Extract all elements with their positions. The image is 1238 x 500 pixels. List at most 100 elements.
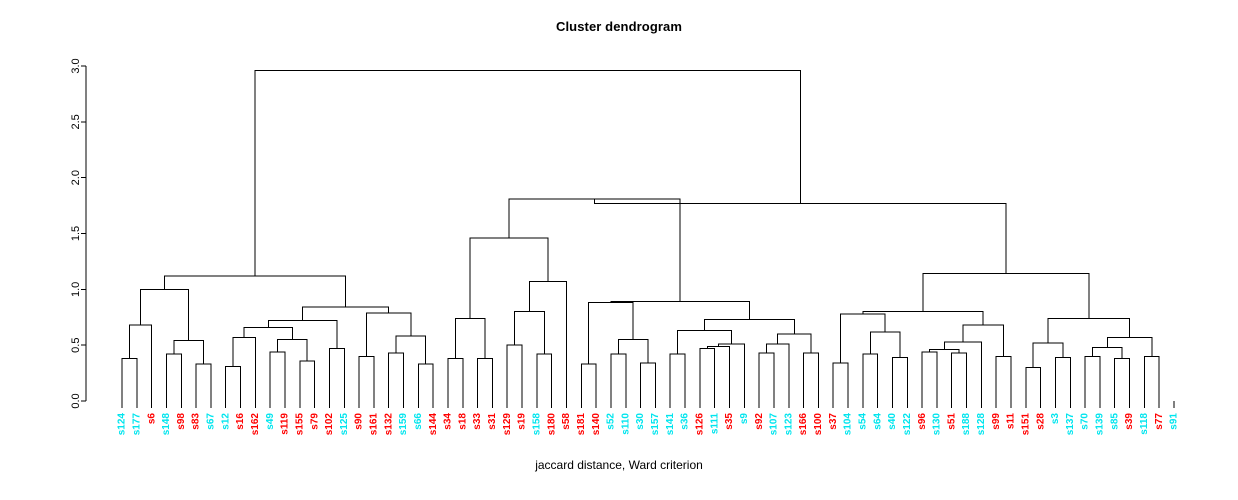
dendrogram-branch (669, 353, 686, 401)
dendrogram-branch (302, 306, 390, 321)
dendrogram-branch (1032, 342, 1064, 368)
leaf-label[interactable]: s79 (309, 413, 320, 430)
leaf-label[interactable]: s33 (472, 413, 483, 430)
leaf-label[interactable]: s11 (1006, 413, 1017, 430)
leaf-label[interactable]: s49 (265, 413, 276, 430)
dendrogram-branch (277, 339, 308, 361)
leaf-label[interactable]: s18 (457, 413, 468, 430)
leaf-label[interactable]: s31 (487, 413, 498, 430)
dendrogram-branch (165, 353, 182, 401)
leaf-label[interactable]: s144 (428, 413, 439, 436)
leaf-label[interactable]: s155 (294, 413, 305, 436)
y-tick-label: 1.5 (70, 226, 82, 241)
leaf-label[interactable]: s107 (769, 413, 780, 436)
dendrogram-branch (891, 356, 908, 401)
dendrogram-branch (508, 198, 681, 302)
leaf-label[interactable]: s137 (1065, 413, 1076, 436)
leaf-label[interactable]: s102 (324, 413, 335, 436)
leaf-label[interactable]: s99 (991, 413, 1002, 430)
leaf-label[interactable]: s67 (206, 413, 217, 430)
leaf-label[interactable]: s83 (191, 413, 202, 430)
dendrogram-branch (699, 348, 716, 401)
leaf-label[interactable]: s159 (398, 413, 409, 436)
leaf-label[interactable]: s162 (250, 413, 261, 436)
dendrogram-branch (232, 336, 256, 401)
leaf-label[interactable]: s64 (872, 413, 883, 430)
leaf-label[interactable]: s130 (932, 413, 943, 436)
dendrogram-branch (173, 340, 204, 365)
leaf-label[interactable]: s128 (976, 413, 987, 436)
leaf-label[interactable]: s139 (1095, 413, 1106, 436)
leaf-label[interactable]: s40 (887, 413, 898, 430)
leaf-label[interactable]: s51 (946, 413, 957, 430)
leaf-label[interactable]: s166 (798, 413, 809, 436)
leaf-label[interactable]: s30 (635, 413, 646, 430)
leaf-label[interactable]: s19 (517, 413, 528, 430)
leaf-label[interactable]: s118 (1139, 413, 1150, 435)
dendrogram-branch (703, 318, 795, 334)
leaf-label[interactable]: s9 (739, 413, 750, 425)
leaf-label[interactable]: s126 (694, 413, 705, 436)
dendrogram-branch (164, 275, 347, 308)
leaf-label[interactable]: s91 (1169, 413, 1180, 430)
leaf-label[interactable]: s34 (443, 413, 454, 430)
leaf-label[interactable]: s157 (650, 413, 661, 436)
leaf-label[interactable]: s96 (917, 413, 928, 430)
leaf-label[interactable]: s180 (546, 413, 557, 436)
y-tick-label: 2.0 (70, 170, 82, 185)
dendrogram-branch (832, 362, 849, 401)
leaf-label[interactable]: s35 (724, 413, 735, 430)
dendrogram-branch (929, 349, 960, 353)
dendrogram-branch (758, 352, 775, 401)
leaf-label[interactable]: s123 (783, 413, 794, 436)
leaf-label[interactable]: s188 (961, 413, 972, 436)
leaf-label[interactable]: s119 (280, 413, 291, 435)
leaf-label[interactable]: s54 (857, 413, 868, 430)
leaf-label[interactable]: s129 (502, 413, 513, 436)
leaf-label[interactable]: s36 (680, 413, 691, 430)
dendrogram-branch (299, 360, 316, 401)
leaf-label[interactable]: s16 (235, 413, 246, 430)
leaf-label[interactable]: s58 (561, 413, 572, 430)
leaf-label[interactable]: s98 (176, 413, 187, 430)
leaf-label[interactable]: s122 (902, 413, 913, 436)
dendrogram-branch (869, 331, 901, 358)
dendrogram-branch (640, 362, 656, 401)
leaf-label[interactable]: s52 (606, 413, 617, 430)
leaf-label[interactable]: s140 (591, 413, 602, 436)
leaf-label[interactable]: s158 (532, 413, 543, 436)
leaf-label[interactable]: s92 (754, 413, 765, 430)
leaf-label[interactable]: s111 (709, 413, 720, 435)
dendrogram-branch (617, 339, 649, 364)
leaf-label[interactable]: s37 (828, 413, 839, 430)
leaf-label[interactable]: s77 (1154, 413, 1165, 430)
leaf-label[interactable]: s151 (1020, 413, 1031, 436)
dendrogram-branch (962, 324, 1005, 357)
leaf-label[interactable]: s141 (665, 413, 676, 436)
leaf-label[interactable]: s125 (339, 413, 350, 436)
leaf-label[interactable]: s100 (813, 413, 824, 436)
leaf-label[interactable]: s39 (1124, 413, 1135, 430)
dendrogram-branch (610, 301, 750, 320)
dendrogram-branch (477, 358, 493, 401)
leaf-label[interactable]: s66 (413, 413, 424, 430)
leaf-label[interactable]: s161 (369, 413, 380, 436)
leaf-label[interactable]: s3 (1050, 413, 1061, 425)
leaf-label[interactable]: s181 (576, 413, 587, 436)
leaf-label[interactable]: s28 (1035, 413, 1046, 430)
leaf-label[interactable]: s85 (1109, 413, 1120, 430)
leaf-label[interactable]: s148 (161, 413, 172, 436)
leaf-label[interactable]: s110 (620, 413, 631, 435)
leaf-label[interactable]: s6 (146, 413, 157, 425)
leaf-label[interactable]: s12 (220, 413, 231, 430)
dendrogram-branch (943, 341, 982, 401)
leaf-label[interactable]: s177 (131, 413, 142, 436)
leaf-label[interactable]: s104 (843, 413, 854, 436)
dendrogram-branch (777, 333, 812, 353)
y-tick-label: 0.0 (70, 393, 82, 408)
leaf-label[interactable]: s132 (383, 413, 394, 436)
leaf-label[interactable]: s124 (117, 413, 128, 436)
y-tick-label: 3.0 (70, 58, 82, 73)
leaf-label[interactable]: s70 (1080, 413, 1091, 430)
leaf-label[interactable]: s90 (354, 413, 365, 430)
